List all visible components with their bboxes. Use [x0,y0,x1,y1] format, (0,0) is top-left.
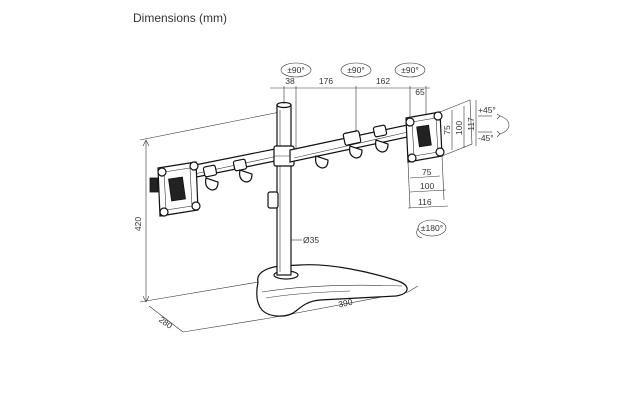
tilt-down-label: -45° [478,133,494,143]
base-depth-dimension: 280 [148,305,271,333]
stand-pole [267,101,292,276]
vesa-w-100-label: 100 [420,181,434,191]
height-dimension: 420 [133,111,281,303]
base-width-label: 390 [338,297,354,310]
tilt-up-label: +45° [478,105,496,115]
pole-diameter-label: Ø35 [303,235,319,245]
vesa-outline: 75 100 117 75 100 116 [407,99,477,209]
vesa-w-75-label: 75 [422,167,432,177]
rotation-joint-1-label: ±90° [287,65,305,75]
stand-base [256,264,408,317]
left-vesa-plate [149,161,201,217]
vesa-w-116-label: 116 [418,197,432,207]
vesa-h-100-label: 100 [454,121,464,135]
pole-diameter-dimension: Ø35 [291,235,319,245]
page-title: Dimensions (mm) [133,11,228,25]
swivel-indicator: ±180° [416,219,447,239]
vesa-h-117-label: 117 [466,117,476,131]
rotation-joint-2-label: ±90° [347,65,365,75]
height-label: 420 [133,217,143,231]
right-vesa-plate [405,111,445,163]
arm-length-dimensions: 38 176 162 65 [270,76,430,148]
arm-offset-label: 38 [285,76,295,86]
tilt-indicator: +45° -45° [478,105,510,143]
head-offset-label: 65 [415,87,425,97]
base-depth-label: 280 [157,314,175,330]
swivel-label: ±180° [421,223,443,233]
right-arm [289,123,413,169]
rotation-markers: ±90° ±90° ±90° [280,62,426,78]
arm-segment-2-label: 162 [376,76,390,86]
arm-segment-1-label: 176 [319,76,333,86]
rotation-joint-3-label: ±90° [401,65,419,75]
vesa-h-75-label: 75 [442,125,452,135]
